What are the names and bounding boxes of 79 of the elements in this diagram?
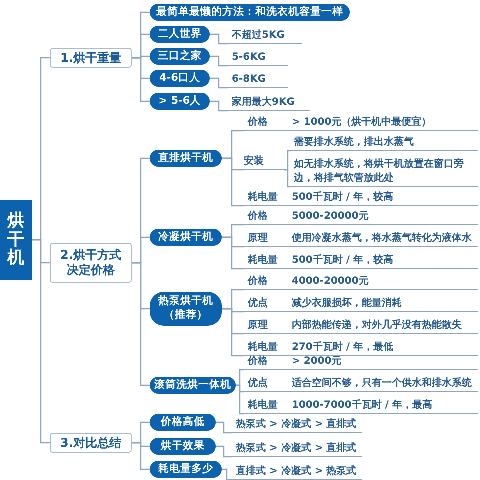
- connector-line: [210, 78, 228, 89]
- attribute-value: 270千瓦时 / 年，最低: [292, 341, 394, 355]
- topic-pill: 二人世界: [150, 26, 210, 43]
- attribute-row: [244, 232, 478, 247]
- attribute-label: 优点: [246, 377, 269, 391]
- underlined-text: 家用最大9KG: [228, 96, 310, 111]
- underlined-text: 直排式 > 冷凝式 > 热泵式: [232, 465, 362, 480]
- attribute-label: 耗电量: [246, 341, 279, 355]
- topic-pill: 直排烘干机: [150, 150, 222, 167]
- attribute-row: [244, 319, 478, 334]
- attribute-label: 耗电量: [246, 191, 279, 205]
- connector-line: [236, 384, 244, 415]
- connector-line: [132, 57, 150, 102]
- connector-line: [132, 442, 150, 470]
- attribute-value: 500千瓦时 / 年，较高: [292, 254, 394, 268]
- connector-line: [132, 262, 150, 386]
- branch-box: 1.烘干重量: [50, 48, 132, 68]
- topic-pill: 三口之家: [150, 48, 210, 65]
- underlined-text: 热泵式 > 冷凝式 > 直排式: [232, 418, 362, 433]
- attribute-value: 使用冷凝水蒸气，将水蒸气转化为液体水: [292, 232, 473, 246]
- attribute-value: 4000-20000元: [292, 275, 370, 289]
- connector-line: [222, 236, 244, 270]
- attribute-value: > 1000元（烘干机中最便宜）: [292, 116, 433, 130]
- attribute-value: > 2000元: [292, 355, 343, 369]
- attribute-row: [244, 254, 478, 269]
- attribute-value: 1000-7000千瓦时 / 年，最高: [292, 399, 434, 413]
- attribute-label: 原理: [247, 319, 269, 333]
- branch-box: 2.烘干方式决定价格: [50, 243, 132, 283]
- underlined-text: 如无排水系统，将烘干机放置在窗口旁边，将排气软管放此处: [290, 158, 478, 187]
- attribute-row: [244, 399, 478, 414]
- underlined-text: 5-6KG: [228, 51, 288, 66]
- attribute-row: [244, 377, 478, 392]
- connector-line: [216, 446, 232, 458]
- title-text: 烘干机: [8, 212, 24, 268]
- topic-pill: 热泵烘干机（推荐）: [150, 292, 222, 326]
- attribute-row: 安装: [244, 155, 284, 170]
- attribute-label: 原理: [247, 232, 269, 246]
- topic-pill: 滚筒洗烘一体机: [150, 377, 236, 394]
- underlined-text: 热泵式 > 冷凝式 > 直排式: [232, 442, 362, 457]
- connector-line: [284, 169, 290, 188]
- attribute-label: 价格: [246, 275, 269, 289]
- attribute-value: 500千瓦时 / 年，较高: [292, 191, 394, 205]
- attribute-label: 价格: [246, 355, 269, 369]
- connector-line: [32, 239, 50, 444]
- attribute-label: 价格: [246, 210, 269, 224]
- attribute-label: 耗电量: [246, 254, 279, 268]
- connector-line: [222, 308, 244, 357]
- attribute-row: [244, 116, 478, 131]
- connector-line: [222, 468, 232, 480]
- attribute-row: [244, 341, 478, 356]
- topic-pill: 烘干效果: [150, 438, 216, 455]
- topic-pill: > 5-6人: [150, 93, 210, 110]
- attribute-value: 5000-20000元: [292, 210, 370, 224]
- attribute-row: [244, 275, 478, 290]
- topic-pill: 4-6口人: [150, 70, 210, 87]
- connector-line: [210, 34, 228, 45]
- connector-line: [210, 56, 228, 67]
- attribute-row: [244, 355, 478, 370]
- attribute-label: 耗电量: [246, 399, 279, 413]
- topic-pill: 冷凝烘干机: [150, 229, 222, 246]
- underlined-text: 不超过5KG: [228, 29, 302, 44]
- attribute-row: [244, 191, 478, 206]
- underlined-text: 需要排水系统，排出水蒸气: [290, 136, 478, 151]
- attribute-label: 优点: [246, 297, 269, 311]
- underlined-text: 6-8KG: [228, 73, 288, 88]
- connector-line: [210, 100, 228, 112]
- attribute-value: 适合空间不够，只有一个供水和排水系统: [292, 377, 473, 391]
- attribute-label: 价格: [246, 116, 269, 130]
- attribute-row: [244, 297, 478, 312]
- root-box: [0, 200, 32, 280]
- attribute-row: [244, 210, 478, 225]
- branch-box: 3.对比总结: [50, 433, 132, 453]
- attribute-value: 减少衣服损坏，能量消耗: [292, 297, 403, 311]
- topic-pill: 价格高低: [150, 414, 216, 431]
- attribute-value: 内部热能传递，对外几乎没有热能散失: [292, 319, 463, 333]
- connector-line: [216, 422, 232, 434]
- topic-pill: 最简单最懒的方法：和洗衣机容量一样: [150, 4, 350, 21]
- topic-pill: 耗电量多少: [150, 461, 222, 478]
- connector-line: [222, 158, 244, 207]
